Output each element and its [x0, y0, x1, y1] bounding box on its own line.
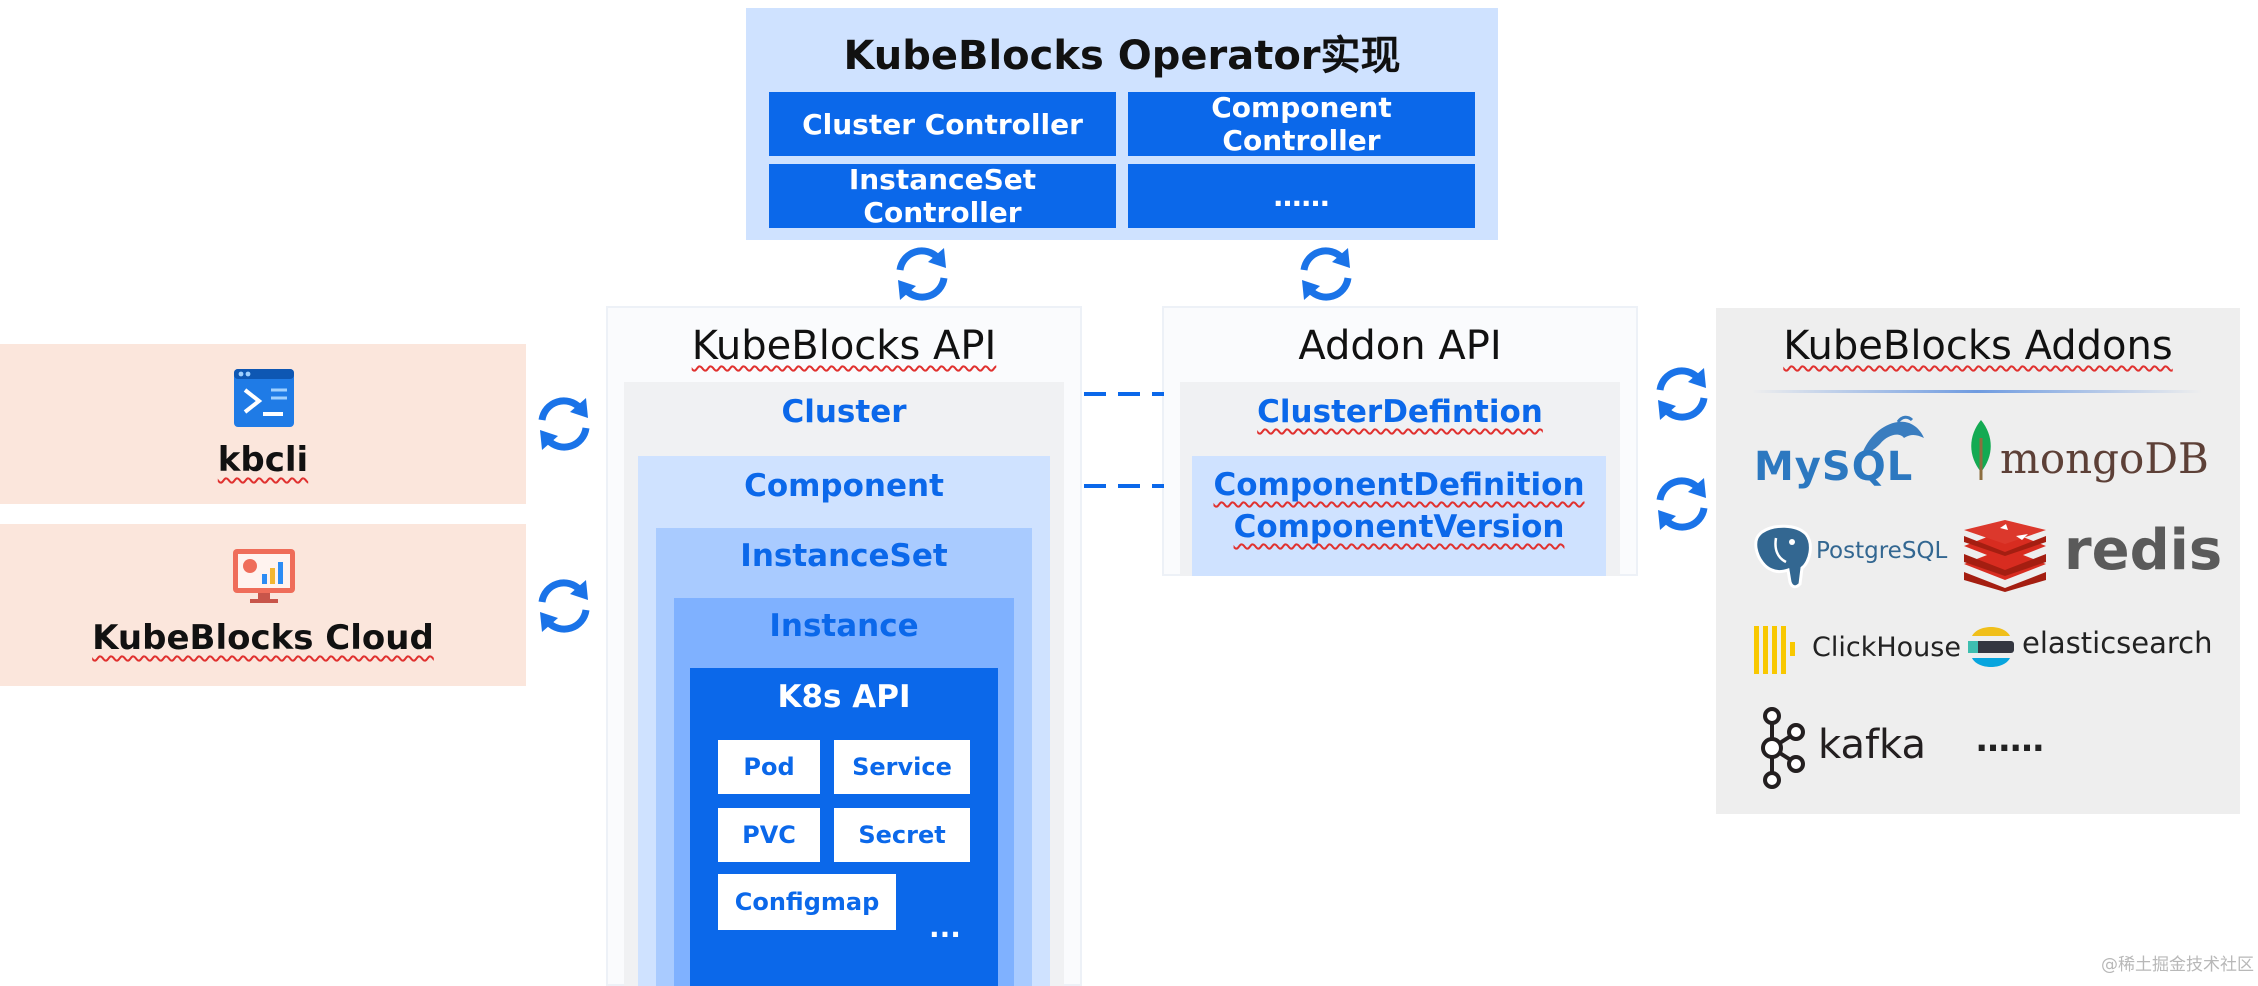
sync-arrow-addon-operator [1294, 242, 1358, 306]
dashboard-monitor-icon [233, 549, 295, 603]
addons-divider [1752, 390, 2202, 393]
addon-api-title: Addon API [1298, 323, 1502, 369]
configmap-box: Configmap [718, 874, 896, 930]
vertical-bars-icon [1754, 626, 1795, 674]
component-layer-label: Component [744, 468, 944, 504]
kbcli-label: kbcli [217, 440, 309, 480]
operator-title: KubeBlocks Operator实现 [843, 33, 1401, 79]
pvc-box: PVC [718, 808, 820, 862]
kafka-nodes-icon [1761, 707, 1805, 789]
elephant-icon [1754, 524, 1812, 589]
mysql-logo-text: MySQL [1754, 444, 1914, 490]
cluster-definition-label: ClusterDefintion [1257, 394, 1543, 430]
elasticsearch-logo-text: elasticsearch [2022, 626, 2213, 660]
secret-box: Secret [834, 808, 970, 862]
leaf-icon [1971, 420, 1991, 480]
service-box: Service [834, 740, 970, 794]
addons-more-ellipsis: …… [1976, 720, 2044, 760]
dolphin-icon [1862, 415, 1924, 454]
cluster-layer-label: Cluster [781, 394, 907, 430]
pod-box: Pod [718, 740, 820, 794]
instance-layer-label: Instance [769, 608, 919, 644]
component-definition-layer [1192, 456, 1606, 576]
kubeblocks-api-title: KubeBlocks API [691, 323, 997, 369]
kubeblocks-cloud-label: KubeBlocks Cloud [92, 618, 434, 658]
cluster-controller-box: Cluster Controller [769, 92, 1116, 156]
redis-logo-text: redis [2064, 518, 2223, 583]
more-controllers-box: …… [1128, 164, 1475, 228]
terminal-window-icon [234, 369, 294, 427]
instanceset-layer-label: InstanceSet [740, 538, 948, 574]
clickhouse-logo-text: ClickHouse [1812, 632, 1961, 663]
component-definition-label: ComponentDefinition [1213, 467, 1585, 503]
sync-arrow-kb-operator [890, 242, 954, 306]
component-version-label: ComponentVersion [1233, 509, 1565, 545]
k8s-api-title: K8s API [777, 679, 911, 715]
kafka-logo-text: kafka [1818, 722, 1927, 768]
addons-title: KubeBlocks Addons [1783, 323, 2173, 369]
postgresql-logo-text: PostgreSQL [1816, 538, 1948, 564]
instanceset-controller-box: InstanceSet Controller [769, 163, 1116, 229]
k8s-more-ellipsis: ... [929, 910, 961, 944]
sync-arrow-addons-2 [1650, 472, 1714, 536]
watermark-text: @稀土掘金技术社区 [2101, 955, 2254, 975]
elastic-icon [1968, 627, 2014, 667]
sync-arrow-kbcli [532, 392, 596, 456]
component-controller-box: Component Controller [1128, 91, 1475, 157]
mongodb-logo-text: mongoDB [2000, 434, 2209, 483]
stacked-cubes-icon [1964, 520, 2046, 592]
dashed-connectors [1084, 392, 1164, 488]
sync-arrow-cloud [532, 574, 596, 638]
sync-arrow-addons-1 [1650, 362, 1714, 426]
